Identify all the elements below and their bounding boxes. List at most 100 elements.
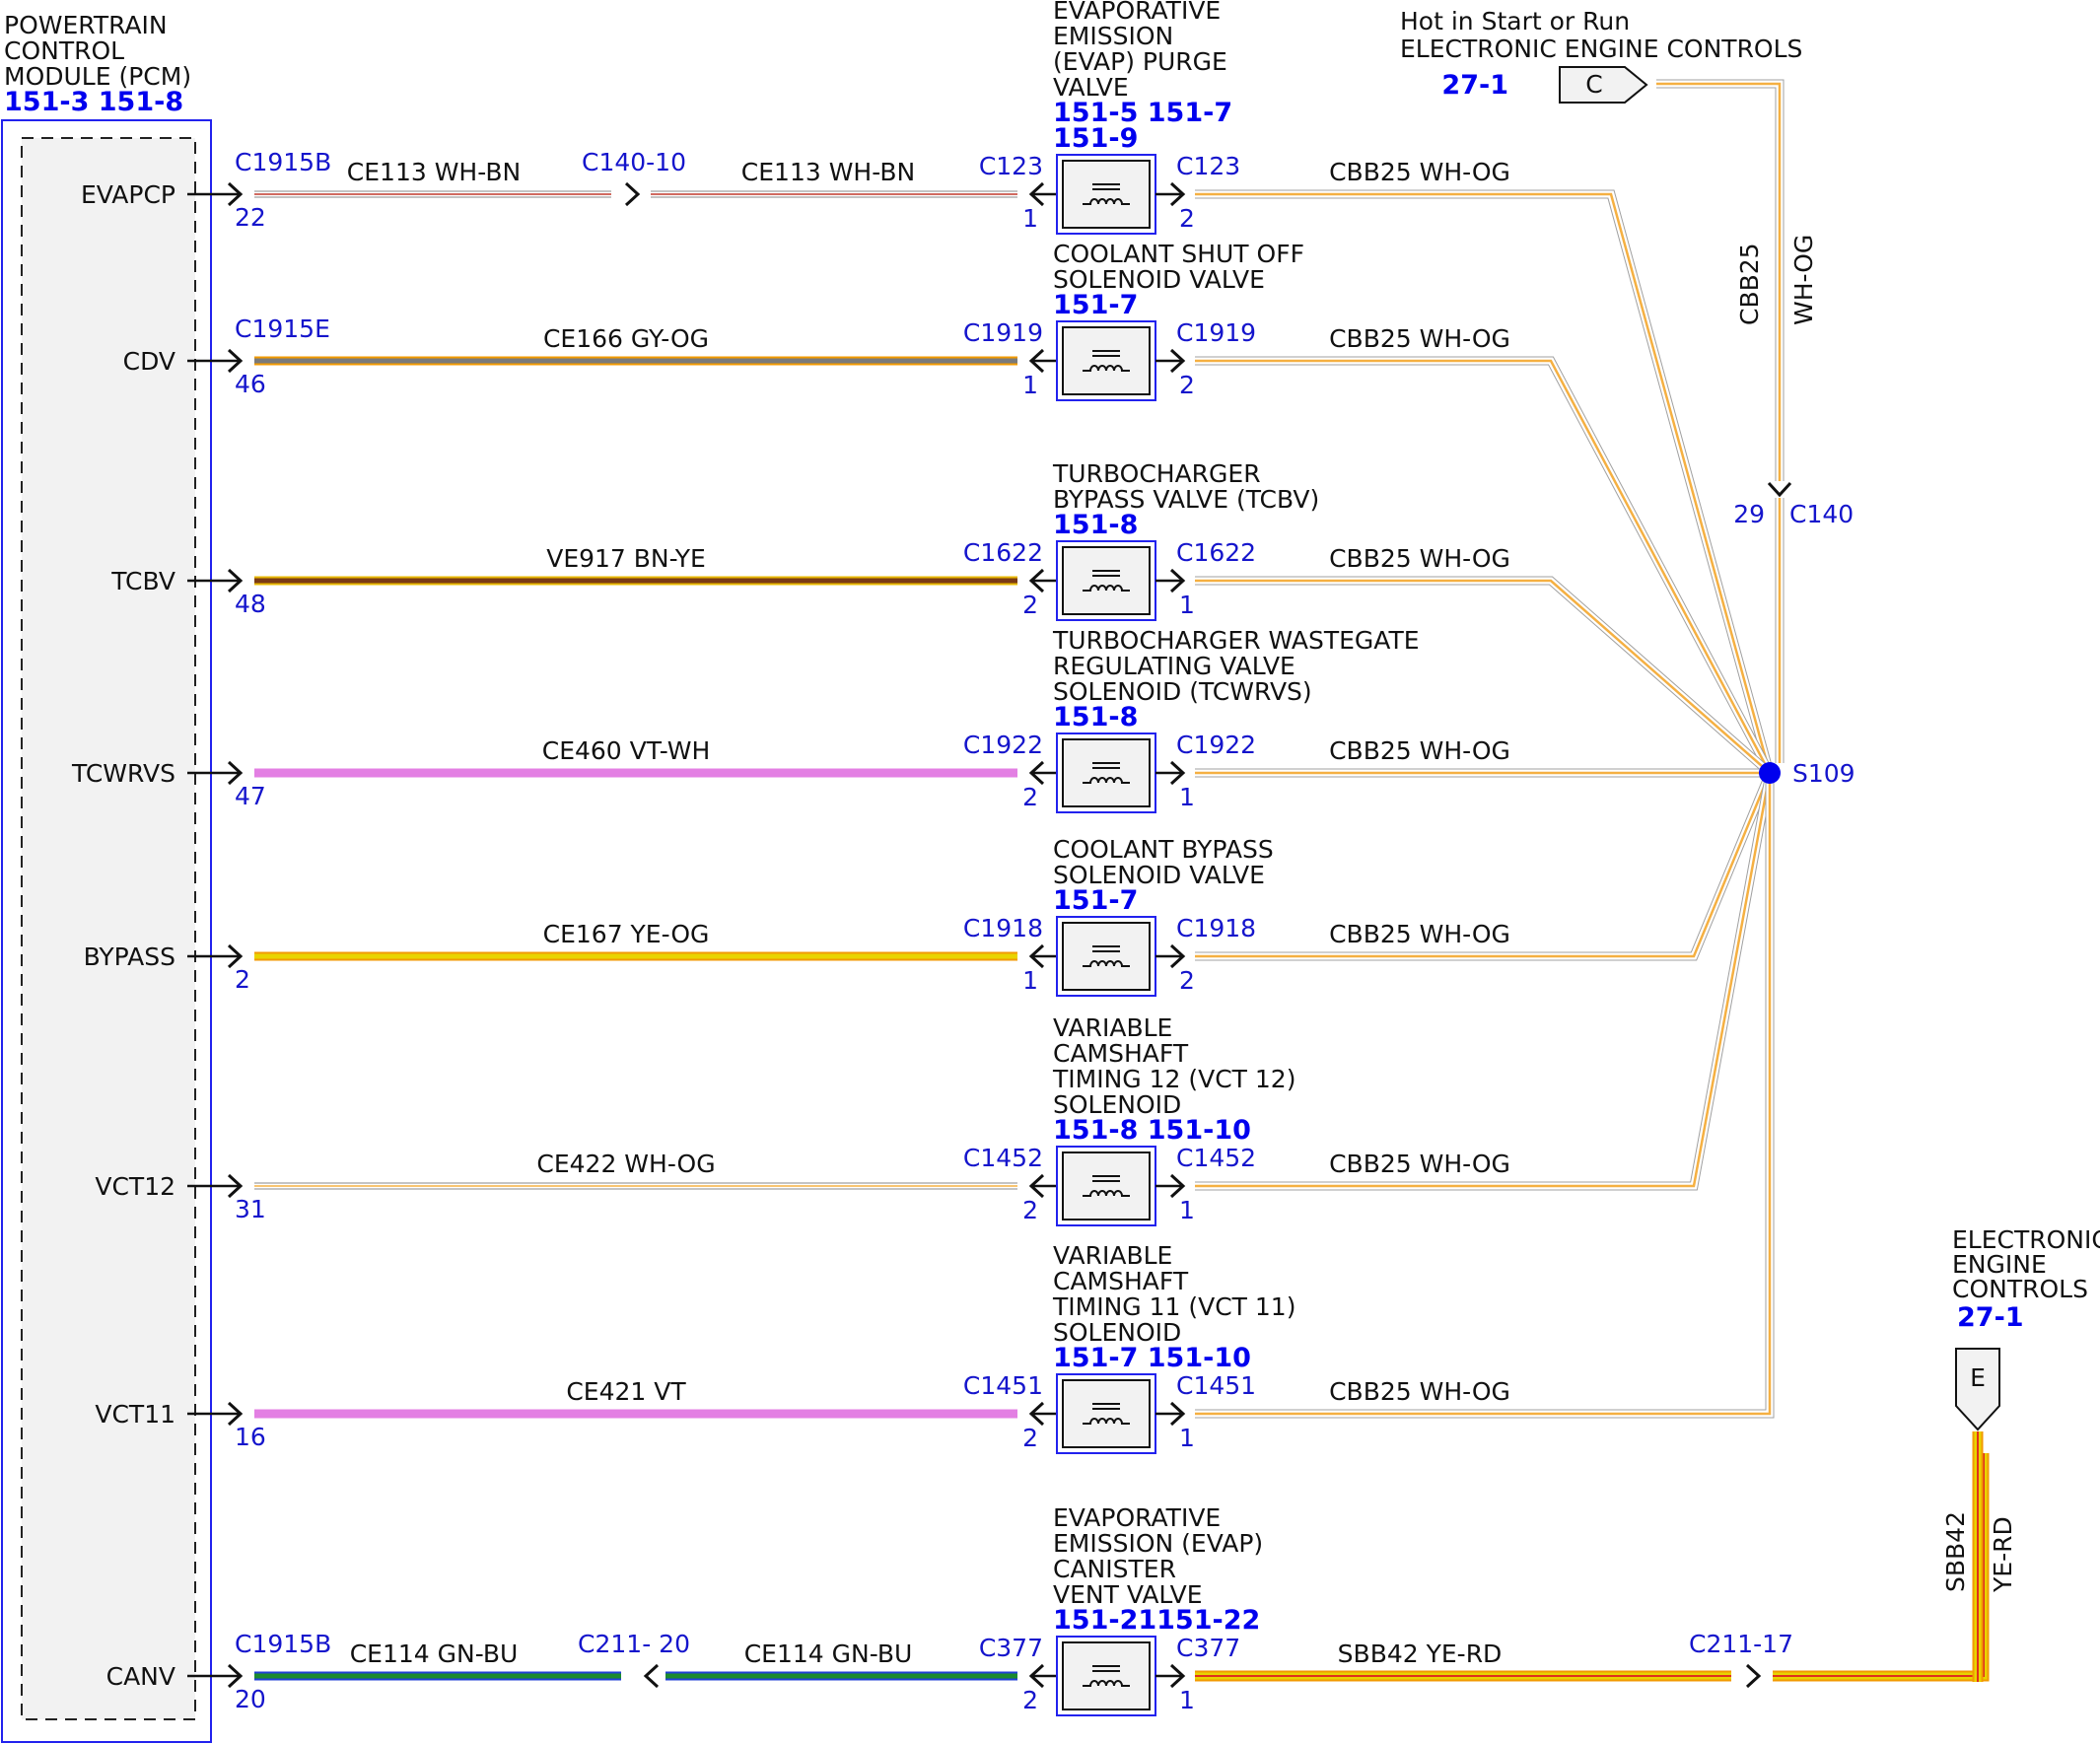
component-pin-out: 1 bbox=[1179, 591, 1195, 619]
component-name-line: REGULATING VALVE bbox=[1053, 652, 1295, 680]
component-connector-out: C1922 bbox=[1176, 731, 1256, 759]
solenoid-component bbox=[1056, 1146, 1156, 1226]
wire-label: CBB25 WH-OG bbox=[1329, 1377, 1510, 1406]
component-in-arrow bbox=[1028, 1663, 1045, 1689]
component-name-line: COOLANT SHUT OFF bbox=[1053, 240, 1304, 268]
component-name-line: TIMING 11 (VCT 11) bbox=[1052, 1292, 1295, 1321]
component-in-arrow bbox=[1028, 181, 1045, 207]
pcm-pin-name: CANV bbox=[106, 1662, 175, 1691]
component-connector-in: C1452 bbox=[963, 1144, 1043, 1172]
pcm-pin-number: 48 bbox=[235, 590, 266, 618]
wire-label: CE166 GY-OG bbox=[543, 324, 709, 353]
pcm-pin-arrow bbox=[227, 1173, 244, 1199]
pcm-pin-name: BYPASS bbox=[84, 942, 175, 971]
component-name-line: EVAPORATIVE bbox=[1053, 0, 1221, 25]
pcm-title-line-3: MODULE (PCM) bbox=[4, 62, 191, 91]
wire-label: CE114 GN-BU bbox=[350, 1639, 519, 1668]
component-connector-in: C377 bbox=[979, 1634, 1043, 1662]
component-connector-in: C1922 bbox=[963, 731, 1043, 759]
wire-label: CE460 VT-WH bbox=[542, 736, 711, 765]
pcm-title-line-2: CONTROL bbox=[4, 36, 124, 65]
eec-wire-code: YE-RD bbox=[1989, 1516, 2017, 1593]
component-name-line: EMISSION (EVAP) bbox=[1053, 1529, 1263, 1558]
component-connector-in: C123 bbox=[979, 152, 1043, 180]
component-out-arrow bbox=[1169, 348, 1186, 374]
component-connector-out: C1622 bbox=[1176, 538, 1256, 567]
component-in-arrow bbox=[1028, 568, 1045, 593]
component-name-line: (EVAP) PURGE bbox=[1053, 47, 1227, 76]
feed-label-line: ELECTRONIC ENGINE CONTROLS bbox=[1400, 35, 1802, 63]
component-name-line: TIMING 12 (VCT 12) bbox=[1052, 1065, 1295, 1093]
component-out-arrow bbox=[1169, 181, 1186, 207]
inline-connector: C211- 20 bbox=[578, 1630, 690, 1658]
component-connector-out: C1918 bbox=[1176, 914, 1256, 942]
component-name-line: EVAPORATIVE bbox=[1053, 1503, 1221, 1532]
component-name-line: TURBOCHARGER WASTEGATE bbox=[1052, 626, 1420, 655]
component-pin-in: 2 bbox=[1022, 1196, 1038, 1224]
inline-connector-arrow bbox=[1745, 1663, 1762, 1689]
solenoid-component bbox=[1056, 1636, 1156, 1716]
eec-wire-id: SBB42 bbox=[1941, 1511, 1970, 1592]
pcm-connector: C1915B bbox=[235, 1630, 331, 1658]
wire-label: VE917 BN-YE bbox=[546, 544, 706, 573]
component-name-line: SOLENOID VALVE bbox=[1053, 265, 1265, 294]
pcm-pin-number: 46 bbox=[235, 370, 266, 398]
component-pin-out: 1 bbox=[1179, 1196, 1195, 1224]
component-pin-in: 2 bbox=[1022, 1686, 1038, 1714]
solenoid-component bbox=[1056, 320, 1156, 401]
component-ref: 151-8 151-10 bbox=[1053, 1115, 1251, 1146]
ye-rd-wire-segment bbox=[1773, 1453, 1990, 1682]
solenoid-component bbox=[1056, 916, 1156, 997]
component-in-arrow bbox=[1028, 943, 1045, 969]
pcm-pin-name: CDV bbox=[123, 347, 175, 376]
component-name-line: CANISTER bbox=[1053, 1555, 1176, 1583]
wire-label: CBB25 WH-OG bbox=[1329, 1150, 1510, 1178]
component-pin-out: 2 bbox=[1179, 371, 1195, 399]
component-pin-in: 1 bbox=[1022, 966, 1038, 995]
component-pin-out: 2 bbox=[1179, 966, 1195, 995]
component-name-line: TURBOCHARGER bbox=[1052, 459, 1261, 488]
component-pin-in: 2 bbox=[1022, 783, 1038, 811]
component-pin-out: 1 bbox=[1179, 1424, 1195, 1452]
pcm-pin-name: VCT12 bbox=[95, 1172, 175, 1201]
component-ref: 151-7 151-10 bbox=[1053, 1343, 1251, 1373]
pcm-pin-arrow bbox=[227, 1663, 244, 1689]
pcm-pin-number: 22 bbox=[235, 203, 266, 232]
inline-connector: C211-17 bbox=[1689, 1630, 1793, 1658]
pcm-pin-number: 16 bbox=[235, 1423, 266, 1451]
component-ref: 151-8 bbox=[1053, 510, 1138, 540]
component-out-arrow bbox=[1169, 943, 1186, 969]
splice-wires: S109 bbox=[1195, 189, 1855, 1419]
component-ref: 151-7 bbox=[1053, 290, 1138, 320]
pcm-pin-number: 20 bbox=[235, 1685, 266, 1713]
pcm-pin-number: 47 bbox=[235, 782, 266, 810]
inline-connector-arrow bbox=[624, 181, 641, 207]
component-name-line: BYPASS VALVE (TCBV) bbox=[1053, 485, 1319, 514]
inline-connector-arrow bbox=[643, 1663, 660, 1689]
component-pin-in: 1 bbox=[1022, 371, 1038, 399]
solenoid-component bbox=[1056, 1373, 1156, 1454]
wire-label: CBB25 WH-OG bbox=[1329, 324, 1510, 353]
component-name-line: SOLENOID bbox=[1053, 1318, 1181, 1347]
eec-ref: 27-1 bbox=[1957, 1302, 2024, 1333]
pcm-pin-name: EVAPCP bbox=[81, 180, 175, 209]
component-pin-in: 2 bbox=[1022, 591, 1038, 619]
pcm-pin-arrow bbox=[227, 181, 244, 207]
solenoid-component bbox=[1056, 154, 1156, 235]
splice-label: S109 bbox=[1792, 759, 1855, 788]
feed-wire-upper bbox=[1656, 79, 1785, 481]
component-name-line: EMISSION bbox=[1053, 22, 1173, 50]
component-in-arrow bbox=[1028, 348, 1045, 374]
component-name-line: SOLENOID VALVE bbox=[1053, 861, 1265, 889]
component-name-line: CAMSHAFT bbox=[1053, 1267, 1189, 1295]
wire-label: CBB25 WH-OG bbox=[1329, 158, 1510, 186]
c140-arrow bbox=[1767, 481, 1792, 498]
solenoid-component bbox=[1056, 732, 1156, 813]
